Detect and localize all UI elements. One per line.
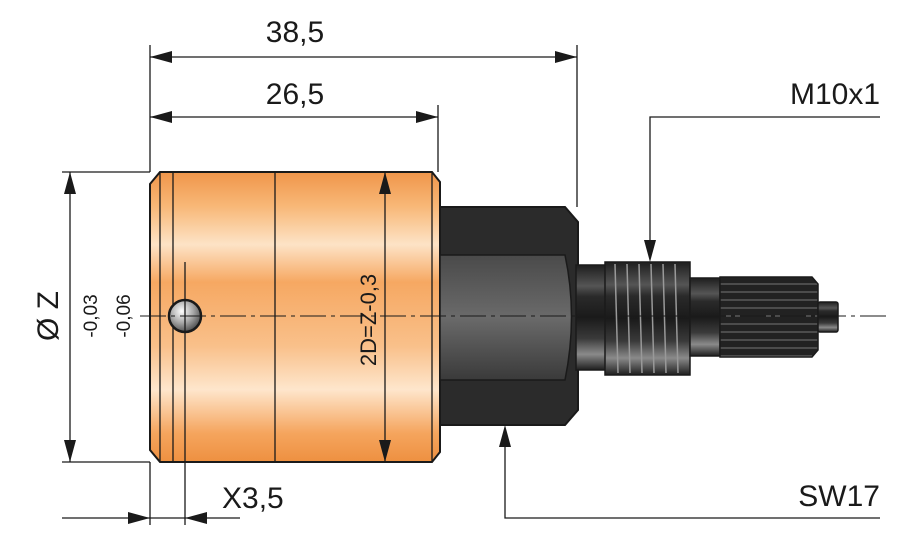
- diameter-label: Ø Z: [32, 291, 65, 341]
- diameter-tolerance-upper: -0,03: [81, 294, 102, 337]
- ball-offset-label: X3,5: [222, 482, 284, 515]
- bore-label: 2D=Z-0,3: [356, 274, 381, 366]
- dimension-body-length: 26,5: [150, 78, 439, 172]
- dimension-overall-length: 38,5: [149, 16, 578, 207]
- diameter-tolerance-lower: -0,06: [114, 294, 135, 337]
- leader-thread: M10x1: [644, 78, 880, 262]
- body-length-label: 26,5: [266, 78, 324, 111]
- pin-tip: [817, 301, 839, 333]
- overall-length-label: 38,5: [266, 16, 324, 49]
- thread-label: M10x1: [790, 78, 880, 111]
- hex-size-label: SW17: [798, 480, 880, 513]
- orange-body: [149, 171, 441, 463]
- dimension-diameter: Ø Z -0,03 -0,06: [32, 171, 150, 463]
- collar: [689, 277, 721, 357]
- thread: [604, 261, 691, 376]
- leader-hex: SW17: [499, 425, 880, 519]
- knurled-spindle: [719, 276, 819, 358]
- dimension-ball-offset: X3,5: [62, 262, 284, 525]
- dimension-bore: 2D=Z-0,3: [356, 172, 391, 462]
